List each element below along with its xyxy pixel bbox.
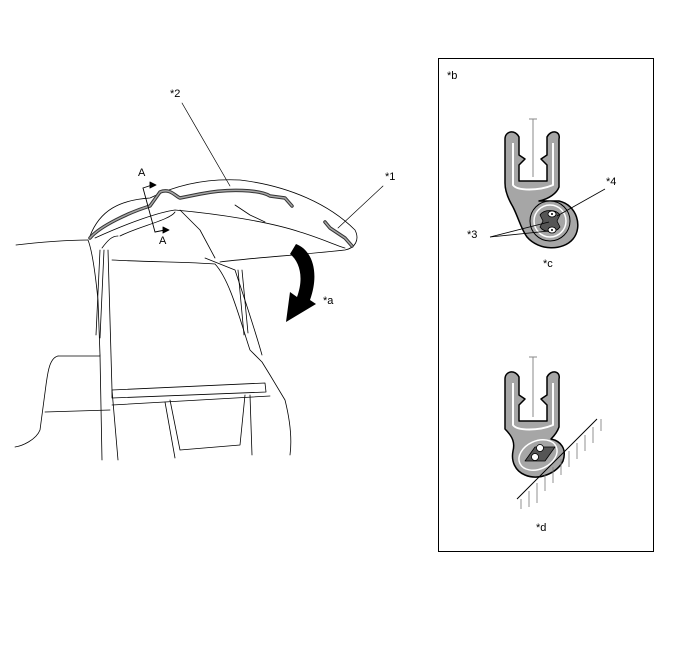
closing-direction-arrow-icon — [286, 244, 316, 322]
section-marker-a-bottom: A — [159, 235, 167, 247]
leader-line-part1 — [337, 185, 384, 229]
detail-inset-panel: *b *4 *3 *c — [438, 58, 654, 552]
inset-title: *b — [447, 70, 458, 82]
callout-part4: *4 — [606, 176, 617, 188]
callout-part1: *1 — [385, 171, 396, 183]
back-door-panel-icon — [89, 179, 358, 263]
section-view-d-illustration — [504, 356, 602, 509]
section-line-a-icon — [142, 181, 170, 234]
section-view-c-illustration — [489, 118, 606, 249]
callout-part2: *2 — [170, 88, 181, 100]
weatherstrip-icon — [88, 188, 354, 248]
vehicle-body-icon — [14, 235, 292, 461]
callout-motion-a: *a — [323, 295, 334, 307]
leader-line-part2 — [181, 102, 231, 187]
view-label-d: *d — [536, 522, 547, 534]
view-label-c: *c — [543, 258, 553, 270]
callout-part3: *3 — [467, 229, 478, 241]
section-marker-a-top: A — [138, 167, 146, 179]
